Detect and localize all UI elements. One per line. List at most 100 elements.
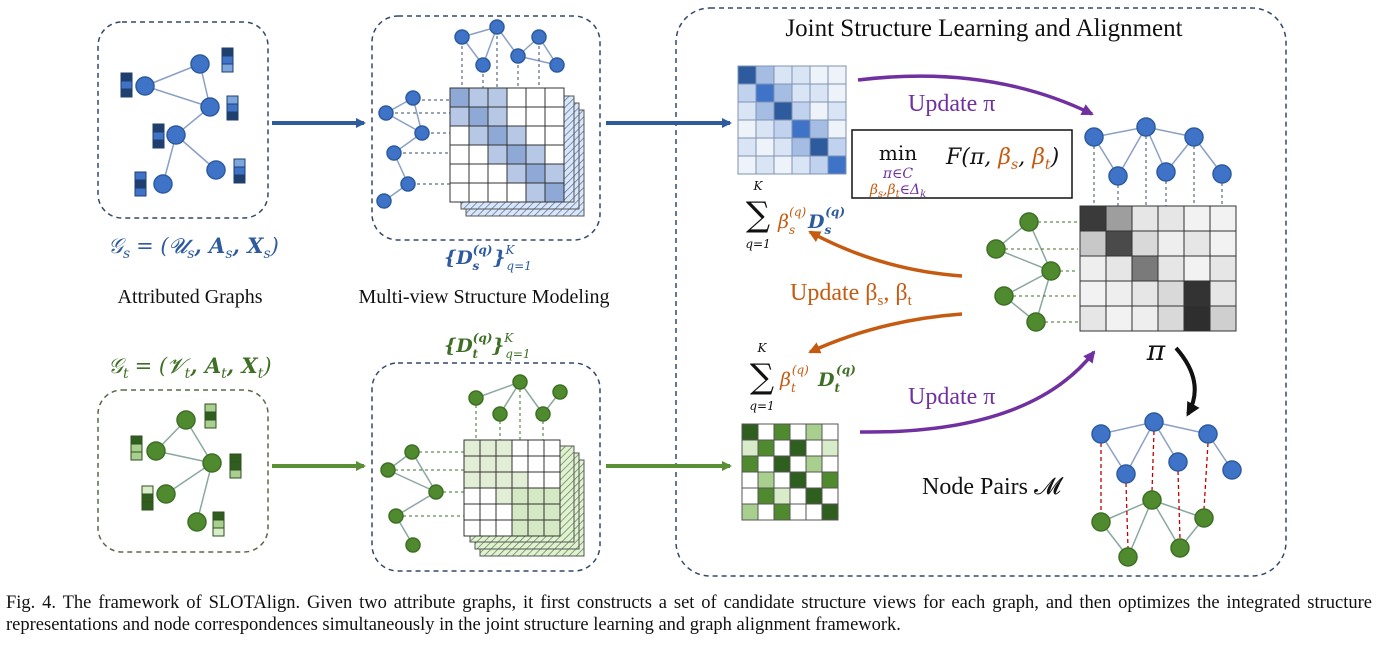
matrix-cell bbox=[1131, 305, 1159, 332]
matrix-cell bbox=[737, 137, 757, 157]
matrix-cell bbox=[1157, 255, 1185, 282]
svg-text:∑: ∑ bbox=[746, 195, 770, 235]
matrix-cell bbox=[805, 439, 823, 457]
matrix-cell bbox=[737, 155, 757, 175]
matrix-cell bbox=[495, 439, 513, 457]
matrix-cell bbox=[789, 471, 807, 489]
matrix-cell bbox=[809, 119, 829, 139]
matrix-cell bbox=[479, 487, 497, 505]
matrix-cell bbox=[468, 144, 489, 165]
matrix-cell bbox=[487, 163, 508, 184]
matrix-cell bbox=[487, 87, 508, 108]
matrix-cell bbox=[1079, 280, 1107, 307]
svg-text:π∈C: π∈C bbox=[882, 166, 914, 182]
matrix-cell bbox=[791, 155, 811, 175]
matrix-cell bbox=[544, 144, 565, 165]
matrix-cell bbox=[805, 503, 823, 521]
matrix-cell bbox=[463, 519, 481, 537]
matrix-cell bbox=[773, 503, 791, 521]
matrix-cell bbox=[741, 487, 759, 505]
matrix-cell bbox=[827, 155, 847, 175]
matrix-cell bbox=[773, 65, 793, 85]
matrix-cell bbox=[468, 182, 489, 203]
matrix-cell bbox=[1209, 305, 1237, 332]
matrix-cell bbox=[821, 455, 839, 473]
matrix-cell bbox=[449, 125, 470, 146]
matrix-cell bbox=[495, 455, 513, 473]
matrix-cell bbox=[789, 487, 807, 505]
matrix-cell bbox=[755, 65, 775, 85]
objective-formula: min π∈C βs,βt∈Δk F(π, βs, βt) bbox=[869, 141, 1059, 200]
source-structure-views bbox=[376, 19, 585, 217]
matrix-cell bbox=[1209, 255, 1237, 282]
target-weighted-sum: K ∑ q=1 βt(q) 𝑫t(q) bbox=[749, 341, 855, 413]
pi-to-node-pairs-arrow bbox=[1174, 346, 1200, 417]
matrix-cell bbox=[773, 439, 791, 457]
source-graph-formula: 𝒢s= (𝓤s, 𝑨s, 𝑿s) bbox=[108, 233, 279, 262]
svg-text:∑: ∑ bbox=[750, 357, 774, 397]
alignment-matrix bbox=[1079, 205, 1237, 332]
pi-label: π bbox=[1146, 334, 1166, 367]
matrix-cell bbox=[827, 83, 847, 103]
matrix-cell bbox=[543, 439, 561, 457]
svg-text:𝑫t(q): 𝑫t(q) bbox=[817, 363, 856, 395]
matrix-cell bbox=[479, 471, 497, 489]
source-attributed-graph bbox=[120, 47, 246, 197]
matrix-cell bbox=[449, 182, 470, 203]
matrix-cell bbox=[755, 83, 775, 103]
matrix-cell bbox=[479, 455, 497, 473]
matrix-cell bbox=[1105, 305, 1133, 332]
matrix-cell bbox=[1157, 305, 1185, 332]
matrix-cell bbox=[487, 144, 508, 165]
matrix-cell bbox=[449, 106, 470, 127]
matrix-cell bbox=[487, 106, 508, 127]
matrix-cell bbox=[737, 65, 757, 85]
matrix-cell bbox=[495, 471, 513, 489]
matrix-cell bbox=[525, 182, 546, 203]
target-graph-box bbox=[97, 389, 269, 553]
matrix-cell bbox=[543, 471, 561, 489]
matrix-cell bbox=[773, 83, 793, 103]
matrix-cell bbox=[1079, 230, 1107, 257]
feature-bar-icon bbox=[120, 47, 246, 197]
matrix-cell bbox=[463, 455, 481, 473]
update-beta-t-arrow bbox=[808, 312, 963, 354]
pi-left-graph bbox=[986, 212, 1078, 332]
matrix-cell bbox=[809, 137, 829, 157]
svg-text:βs(q): βs(q) bbox=[777, 205, 807, 237]
matrix-cell bbox=[544, 125, 565, 146]
matrix-cell bbox=[1105, 255, 1133, 282]
matrix-cell bbox=[479, 503, 497, 521]
matrix-cell bbox=[511, 439, 529, 457]
matrix-cell bbox=[741, 471, 759, 489]
matrix-cell bbox=[525, 163, 546, 184]
matrix-cell bbox=[827, 119, 847, 139]
matrix-cell bbox=[821, 487, 839, 505]
matrix-cell bbox=[757, 455, 775, 473]
matrix-cell bbox=[789, 455, 807, 473]
update-pi-top-label: Update π bbox=[908, 91, 995, 117]
matrix-cell bbox=[741, 455, 759, 473]
matrix-cell bbox=[1183, 255, 1211, 282]
matrix-cell bbox=[809, 65, 829, 85]
matrix-cell bbox=[511, 519, 529, 537]
matrix-cell bbox=[449, 163, 470, 184]
matrix-cell bbox=[1131, 205, 1159, 232]
matrix-cell bbox=[827, 65, 847, 85]
matrix-cell bbox=[757, 471, 775, 489]
matrix-cell bbox=[757, 439, 775, 457]
matrix-cell bbox=[809, 101, 829, 121]
matrix-cell bbox=[468, 106, 489, 127]
source-graph-box bbox=[97, 21, 269, 219]
matrix-cell bbox=[773, 119, 793, 139]
matrix-cell bbox=[1079, 205, 1107, 232]
matrix-cell bbox=[511, 503, 529, 521]
matrix-cell bbox=[773, 487, 791, 505]
matrix-cell bbox=[506, 106, 527, 127]
matrix-cell bbox=[506, 125, 527, 146]
matrix-cell bbox=[1131, 280, 1159, 307]
matrix-cell bbox=[805, 455, 823, 473]
svg-text:K: K bbox=[753, 179, 764, 193]
matrix-cell bbox=[737, 101, 757, 121]
attributed-graphs-label: Attributed Graphs bbox=[118, 286, 263, 308]
